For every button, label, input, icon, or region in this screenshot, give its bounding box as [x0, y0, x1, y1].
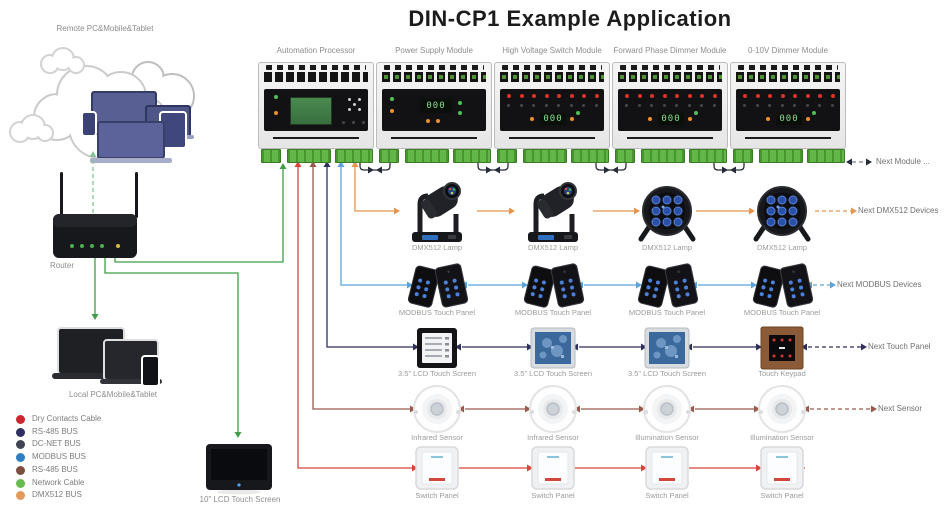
legend-label: RS-485 BUS [32, 464, 78, 474]
device-label: MODBUS Touch Panel [743, 308, 821, 317]
next-sensor-label: Next Sensor [878, 404, 923, 413]
legend-color-dot [16, 440, 25, 450]
legend-color-dot [16, 453, 25, 463]
device-label: MODBUS Touch Panel [514, 308, 592, 317]
touch-screen-10in-label: 10" LCD Touch Screen [199, 495, 281, 504]
next-module-label: Next Module ... [876, 157, 930, 166]
dmx512-moving-head-lamp-icon [392, 174, 482, 246]
legend-color-dot [16, 478, 25, 488]
device-label: Touch Keypad [758, 369, 806, 378]
legend-label: Network Cable [32, 477, 85, 487]
legend-color-dot [16, 427, 25, 437]
remote-group-label: Remote PC&Mobile&Tablet [56, 24, 154, 33]
local-group-label: Local PC&Mobile&Tablet [68, 390, 158, 399]
modbus-touch-panel-icon [742, 260, 822, 312]
switch-panel-icon [523, 444, 583, 494]
device-label: DMX512 Lamp [411, 243, 463, 252]
dmx512-par-lamp-icon [627, 184, 707, 244]
device-label: MODBUS Touch Panel [628, 308, 706, 317]
device-label: 3.5" LCD Touch Screen [628, 369, 706, 378]
module-forward-phase-dimmer: 000 [612, 62, 728, 163]
modbus-touch-panel-icon [397, 260, 477, 312]
next-touch-panel-label: Next Touch Panel [868, 342, 931, 351]
module-label-0-10v-dimmer: 0-10V Dimmer Module [747, 46, 829, 55]
module-0-10v-dimmer: 000 [730, 62, 846, 163]
touch-screen-10in-icon [206, 444, 272, 495]
legend-color-dot [16, 415, 25, 424]
dmx512-par-lamp-icon [742, 184, 822, 244]
router-label: Router [50, 261, 75, 270]
legend-color-dot [16, 491, 25, 501]
device-label: Switch Panel [531, 491, 575, 500]
module-label-forward-phase-dimmer: Forward Phase Dimmer Module [613, 46, 727, 55]
device-label: Infrared Sensor [527, 433, 579, 442]
device-label: DMX512 Lamp [641, 243, 693, 252]
module-label-high-voltage-switch: High Voltage Switch Module [502, 46, 602, 55]
device-label: Switch Panel [645, 491, 689, 500]
page-title: DIN-CP1 Example Application [408, 6, 732, 31]
sensor-dome-icon [752, 384, 812, 436]
device-label: Infrared Sensor [411, 433, 463, 442]
touch-keypad-icon [752, 325, 812, 371]
local-devices-icon [52, 327, 162, 387]
device-label: Illumination Sensor [750, 433, 814, 442]
device-label: DMX512 Lamp [527, 243, 579, 252]
modbus-touch-panel-icon [627, 260, 707, 312]
lcd-touch-screen-icon [407, 325, 467, 371]
module-automation-processor [258, 62, 374, 163]
device-label: DMX512 Lamp [756, 243, 808, 252]
next-modbus-label: Next MODBUS Devices [837, 280, 922, 289]
remote-devices-icon [81, 91, 194, 163]
modbus-touch-panel-icon [513, 260, 593, 312]
device-label: Illumination Sensor [635, 433, 699, 442]
legend-label: RS-485 BUS [32, 426, 78, 436]
legend-label: DC-NET BUS [32, 439, 81, 449]
device-label: 3.5" LCD Touch Screen [398, 369, 476, 378]
legend-label: MODBUS BUS [32, 452, 86, 462]
router-icon [53, 172, 138, 258]
module-high-voltage-switch: 000 [494, 62, 610, 163]
switch-panel-icon [752, 444, 812, 494]
device-label: Switch Panel [760, 491, 804, 500]
dmx512-moving-head-lamp-icon [508, 174, 598, 246]
legend-label: Dry Contacts Cable [32, 414, 102, 423]
device-label: Switch Panel [415, 491, 459, 500]
switch-panel-icon [407, 444, 467, 494]
sensor-dome-icon [523, 384, 583, 436]
device-label: MODBUS Touch Panel [398, 308, 476, 317]
lcd-touch-screen-icon [523, 325, 583, 371]
module-label-automation-processor: Automation Processor [276, 46, 356, 55]
sensor-dome-icon [407, 384, 467, 436]
switch-panel-icon [637, 444, 697, 494]
lcd-touch-screen-icon [637, 325, 697, 371]
next-dmx512-label: Next DMX512 Devices [858, 206, 939, 215]
module-power-supply: 000 [376, 62, 492, 163]
sensor-dome-icon [637, 384, 697, 436]
device-label: 3.5" LCD Touch Screen [514, 369, 592, 378]
legend-label: DMX512 BUS [32, 490, 82, 500]
legend-color-dot [16, 465, 25, 475]
module-label-power-supply: Power Supply Module [395, 46, 473, 55]
